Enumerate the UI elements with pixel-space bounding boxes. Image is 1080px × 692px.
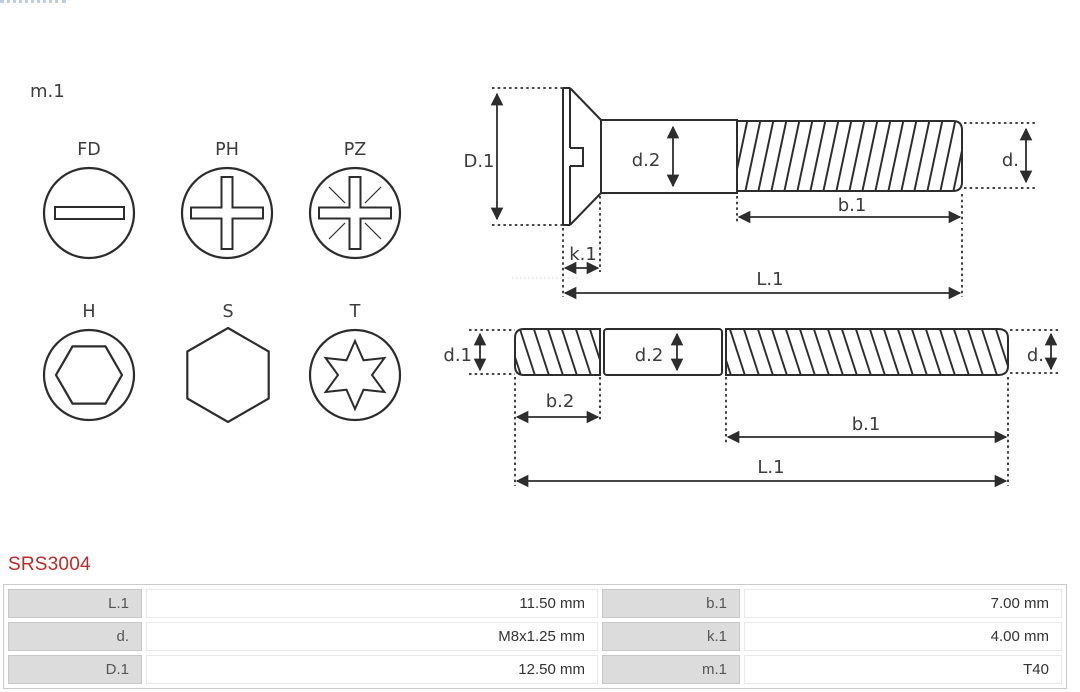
label-t: T (349, 302, 361, 322)
dim-extension-D1 (492, 87, 563, 226)
part-number: SRS3004 (8, 554, 91, 575)
bottom-screw-dimensions (469, 329, 1059, 488)
bottom-screw-dimension-labels: d.1 d.2 b.2 b.1 L.1 d. (443, 345, 1044, 478)
top-screw-outline (562, 87, 963, 226)
dim-label-d2-top: d.2 (632, 150, 661, 171)
dim-label-b2: b.2 (546, 391, 575, 412)
dim-label-L1-bottom: L.1 (757, 457, 784, 478)
dim-extension-b1-top (736, 194, 963, 224)
dim-extension-k1 (562, 196, 601, 297)
dim-label-d-bottom: d. (1027, 345, 1044, 366)
h-hexagon-icon (54, 345, 124, 405)
t-star-icon (323, 338, 387, 412)
head-symbol-s (186, 326, 270, 424)
top-screw-dimensions (490, 87, 1038, 300)
stud-thread-right (725, 328, 1009, 376)
pz-cross-icon (318, 176, 392, 250)
spec-value-d: M8x1.25 mm (146, 622, 598, 651)
pz-circle-icon (308, 166, 402, 260)
label-ph: PH (215, 140, 239, 160)
screw-thread (736, 120, 963, 192)
technical-drawing: m.1 FD PH PZ H S T (30, 81, 1059, 488)
spec-value-m1: T40 (744, 655, 1062, 684)
label-m1: m.1 (30, 81, 65, 102)
dim-label-b1-top: b.1 (838, 195, 867, 216)
dim-label-b1-bottom: b.1 (852, 414, 881, 435)
t-circle-icon (308, 328, 402, 422)
dim-label-d-top: d. (1002, 150, 1019, 171)
screw-head-cone (569, 87, 602, 226)
label-s: S (222, 302, 233, 322)
dim-label-d2-bottom: d.2 (635, 345, 664, 366)
dim-extension-d-bottom (1010, 329, 1059, 374)
label-h: H (82, 302, 95, 322)
head-symbol-h (42, 328, 136, 422)
head-type-labels: m.1 FD PH PZ H S T (30, 81, 366, 322)
head-symbol-ph (180, 166, 274, 260)
h-circle-icon (42, 328, 136, 422)
ph-cross-icon (190, 176, 264, 250)
screw-head-face-caps (563, 87, 570, 226)
head-type-symbols (42, 166, 402, 424)
head-symbol-pz (308, 166, 402, 260)
spec-table: L.1 11.50 mm b.1 7.00 mm d. M8x1.25 mm k… (3, 584, 1067, 689)
screw-shank (600, 119, 738, 194)
label-fd: FD (77, 140, 101, 160)
screw-head-slot-notch (570, 147, 584, 167)
ph-circle-icon (180, 166, 274, 260)
spec-label-D1: D.1 (8, 655, 142, 684)
pz-tick-lines-icon (328, 186, 382, 240)
spec-label-L1: L.1 (8, 589, 142, 618)
dim-label-D1: D.1 (463, 151, 494, 172)
spec-label-d: d. (8, 622, 142, 651)
spec-value-D1: 12.50 mm (146, 655, 598, 684)
head-symbol-fd (42, 166, 136, 260)
spec-value-b1: 7.00 mm (744, 589, 1062, 618)
dim-label-L1-top: L.1 (756, 269, 783, 290)
fd-slot-icon (54, 206, 125, 220)
bottom-screw-outline (514, 328, 1009, 376)
head-symbol-t (308, 328, 402, 422)
spec-label-m1: m.1 (602, 655, 740, 684)
dim-label-d1: d.1 (443, 345, 472, 366)
spec-label-b1: b.1 (602, 589, 740, 618)
dim-extension-b2 (514, 377, 601, 486)
spec-value-L1: 11.50 mm (146, 589, 598, 618)
s-hexagon-icon (186, 326, 270, 424)
stud-thread-left (514, 328, 601, 376)
label-pz: PZ (344, 140, 367, 160)
stud-plain-middle (603, 328, 723, 376)
selection-artifact (0, 0, 66, 3)
top-screw-dimension-labels: D.1 d.2 b.1 d. k.1 L.1 (463, 150, 1019, 290)
dim-extension-d-top (964, 122, 1038, 189)
dim-extension-b1-bottom (725, 377, 1009, 486)
fd-circle-icon (42, 166, 136, 260)
dim-extension-d1 (469, 329, 515, 375)
spec-label-k1: k.1 (602, 622, 740, 651)
spec-value-k1: 4.00 mm (744, 622, 1062, 651)
dim-label-k1: k.1 (569, 244, 597, 265)
